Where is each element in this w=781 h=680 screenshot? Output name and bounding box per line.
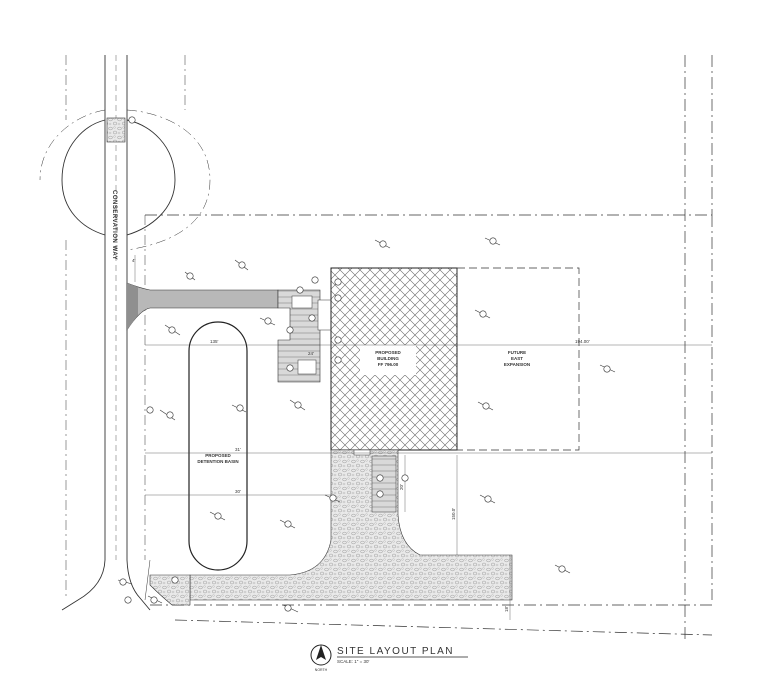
landscape-island xyxy=(106,117,126,143)
keynote-callout-icon xyxy=(334,294,342,302)
entry-drive xyxy=(126,282,279,332)
keynote-callout-icon xyxy=(171,576,179,584)
keynote-callout-icon xyxy=(334,278,342,286)
building-label-2: BUILDING xyxy=(377,356,399,361)
dim-small-1: 4' xyxy=(132,258,136,263)
keynote-callout-icon xyxy=(334,336,342,344)
keynote-callout-icon xyxy=(479,494,496,504)
keynote-callout-icon xyxy=(554,564,571,574)
detention-basin xyxy=(188,321,248,571)
building-label-3: FF 796.00 xyxy=(378,362,399,367)
north-label: NORTH xyxy=(315,668,328,672)
dim-small-2: 24' xyxy=(308,351,314,356)
keynote-callout-icon xyxy=(282,604,299,613)
keynote-callout-icon xyxy=(184,271,196,281)
keynote-callouts xyxy=(117,116,616,613)
plan-title: SITE LAYOUT PLAN xyxy=(337,646,454,657)
dim-right: 194.00' xyxy=(575,339,590,344)
keynote-callout-icon xyxy=(334,356,342,364)
expansion-label-1: FUTURE xyxy=(508,350,526,355)
basin-label-1: PROPOSED xyxy=(205,453,231,458)
keynote-callout-icon xyxy=(401,474,409,482)
entry-walk xyxy=(317,299,332,331)
dim-vert-3: 20' xyxy=(399,484,404,490)
keynote-callout-icon xyxy=(146,406,154,414)
keynote-callout-icon xyxy=(128,116,136,124)
keynote-callout-icon xyxy=(286,364,294,372)
keynote-callout-icon xyxy=(311,276,319,284)
dim-mid: 31' xyxy=(235,447,241,452)
road-label: CONSERVATION WAY xyxy=(111,190,117,260)
ramp xyxy=(291,295,313,309)
keynote-callout-icon xyxy=(259,317,276,326)
keynote-callout-icon xyxy=(209,511,226,521)
keynote-callout-icon xyxy=(324,494,341,503)
plan-scale: SCALE: 1" = 30' xyxy=(337,659,369,664)
dim-vert-1: 150.0' xyxy=(451,508,456,520)
keynote-callout-icon xyxy=(296,286,304,294)
basin-label-2: DETENTION BASIN xyxy=(197,459,238,464)
expansion-label-3: EXPANSION xyxy=(504,362,530,367)
pad-stairs xyxy=(371,455,397,513)
keynote-callout-icon xyxy=(231,404,247,413)
keynote-callout-icon xyxy=(164,324,181,336)
building-label-1: PROPOSED xyxy=(375,350,401,355)
keynote-callout-icon xyxy=(117,578,133,586)
keynote-callout-icon xyxy=(286,326,294,334)
dim-top: 135' xyxy=(210,339,219,344)
future-expansion xyxy=(456,267,580,451)
keynote-callout-icon xyxy=(234,259,249,271)
door-stoop xyxy=(353,449,371,456)
title-block: NORTH SITE LAYOUT PLAN SCALE: 1" = 30' xyxy=(310,644,468,672)
keynote-callout-icon xyxy=(374,239,391,249)
dimension-lines xyxy=(134,255,712,620)
keynote-callout-icon xyxy=(279,519,296,529)
keynote-callout-icon xyxy=(484,237,501,246)
property-boundary xyxy=(145,55,713,640)
north-arrow-pointer xyxy=(316,645,326,660)
keynote-callout-icon xyxy=(477,401,494,411)
expansion-label-2: EAST xyxy=(511,356,523,361)
gravel-drive xyxy=(189,449,513,601)
keynote-callout-icon xyxy=(376,474,384,482)
keynote-callout-icon xyxy=(599,364,616,373)
keynote-callout-icon xyxy=(474,309,491,319)
keynote-callout-icon xyxy=(124,596,132,604)
keynote-callout-icon xyxy=(308,314,316,322)
keynote-callout-icon xyxy=(159,409,176,421)
keynote-callout-icon xyxy=(147,595,163,604)
keynote-callout-icon xyxy=(289,399,306,411)
gravel-apron xyxy=(149,574,191,606)
dim-vert-2: 18' xyxy=(504,606,509,612)
dim-low: 30' xyxy=(235,489,241,494)
keynote-callout-icon xyxy=(376,490,384,498)
stoop xyxy=(297,359,317,375)
drive-apron xyxy=(127,283,138,330)
